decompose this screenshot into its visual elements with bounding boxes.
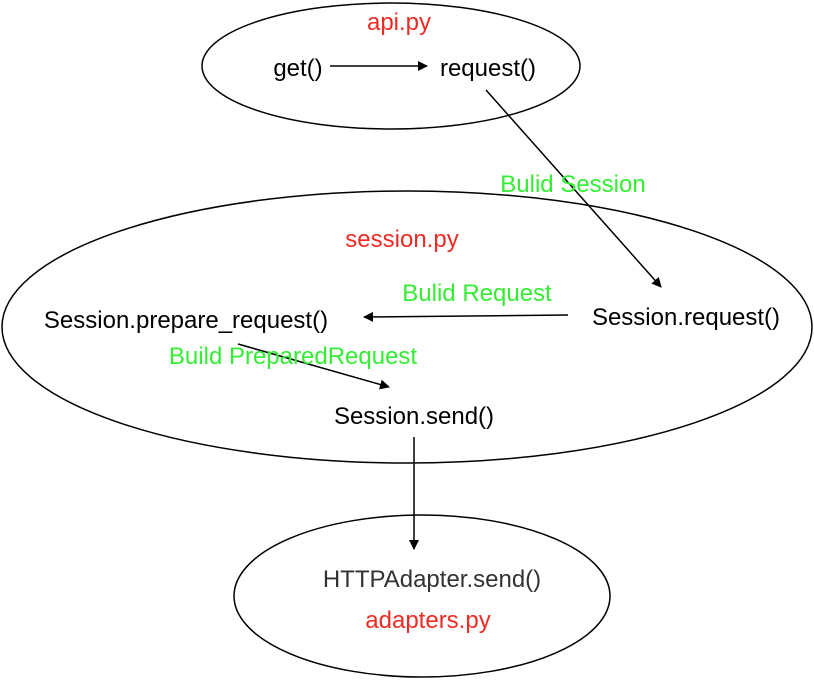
edge-label-build-prepared-request: Build PreparedRequest bbox=[169, 343, 417, 370]
node-session-prepare-request: Session.prepare_request() bbox=[44, 307, 328, 334]
api-module-ellipse bbox=[201, 2, 581, 130]
arrow-prepare-request-to-send bbox=[237, 343, 390, 390]
edge-label-build-session: Bulid Session bbox=[500, 171, 645, 198]
node-httpadapter-send: HTTPAdapter.send() bbox=[323, 566, 541, 593]
arrow-session-request-to-prepare-request bbox=[363, 311, 569, 322]
api-module-label: api.py bbox=[367, 9, 431, 36]
node-session-request: Session.request() bbox=[592, 304, 780, 331]
adapters-module-label: adapters.py bbox=[365, 607, 490, 634]
edge-label-build-request: Bulid Request bbox=[402, 280, 552, 307]
session-module-label: session.py bbox=[345, 226, 458, 253]
adapters-module-ellipse bbox=[233, 514, 611, 678]
session-module-ellipse bbox=[1, 190, 813, 464]
node-get: get() bbox=[273, 55, 322, 82]
node-request: request() bbox=[440, 55, 536, 82]
arrow-request-to-session-request bbox=[485, 89, 662, 288]
node-session-send: Session.send() bbox=[334, 403, 494, 430]
